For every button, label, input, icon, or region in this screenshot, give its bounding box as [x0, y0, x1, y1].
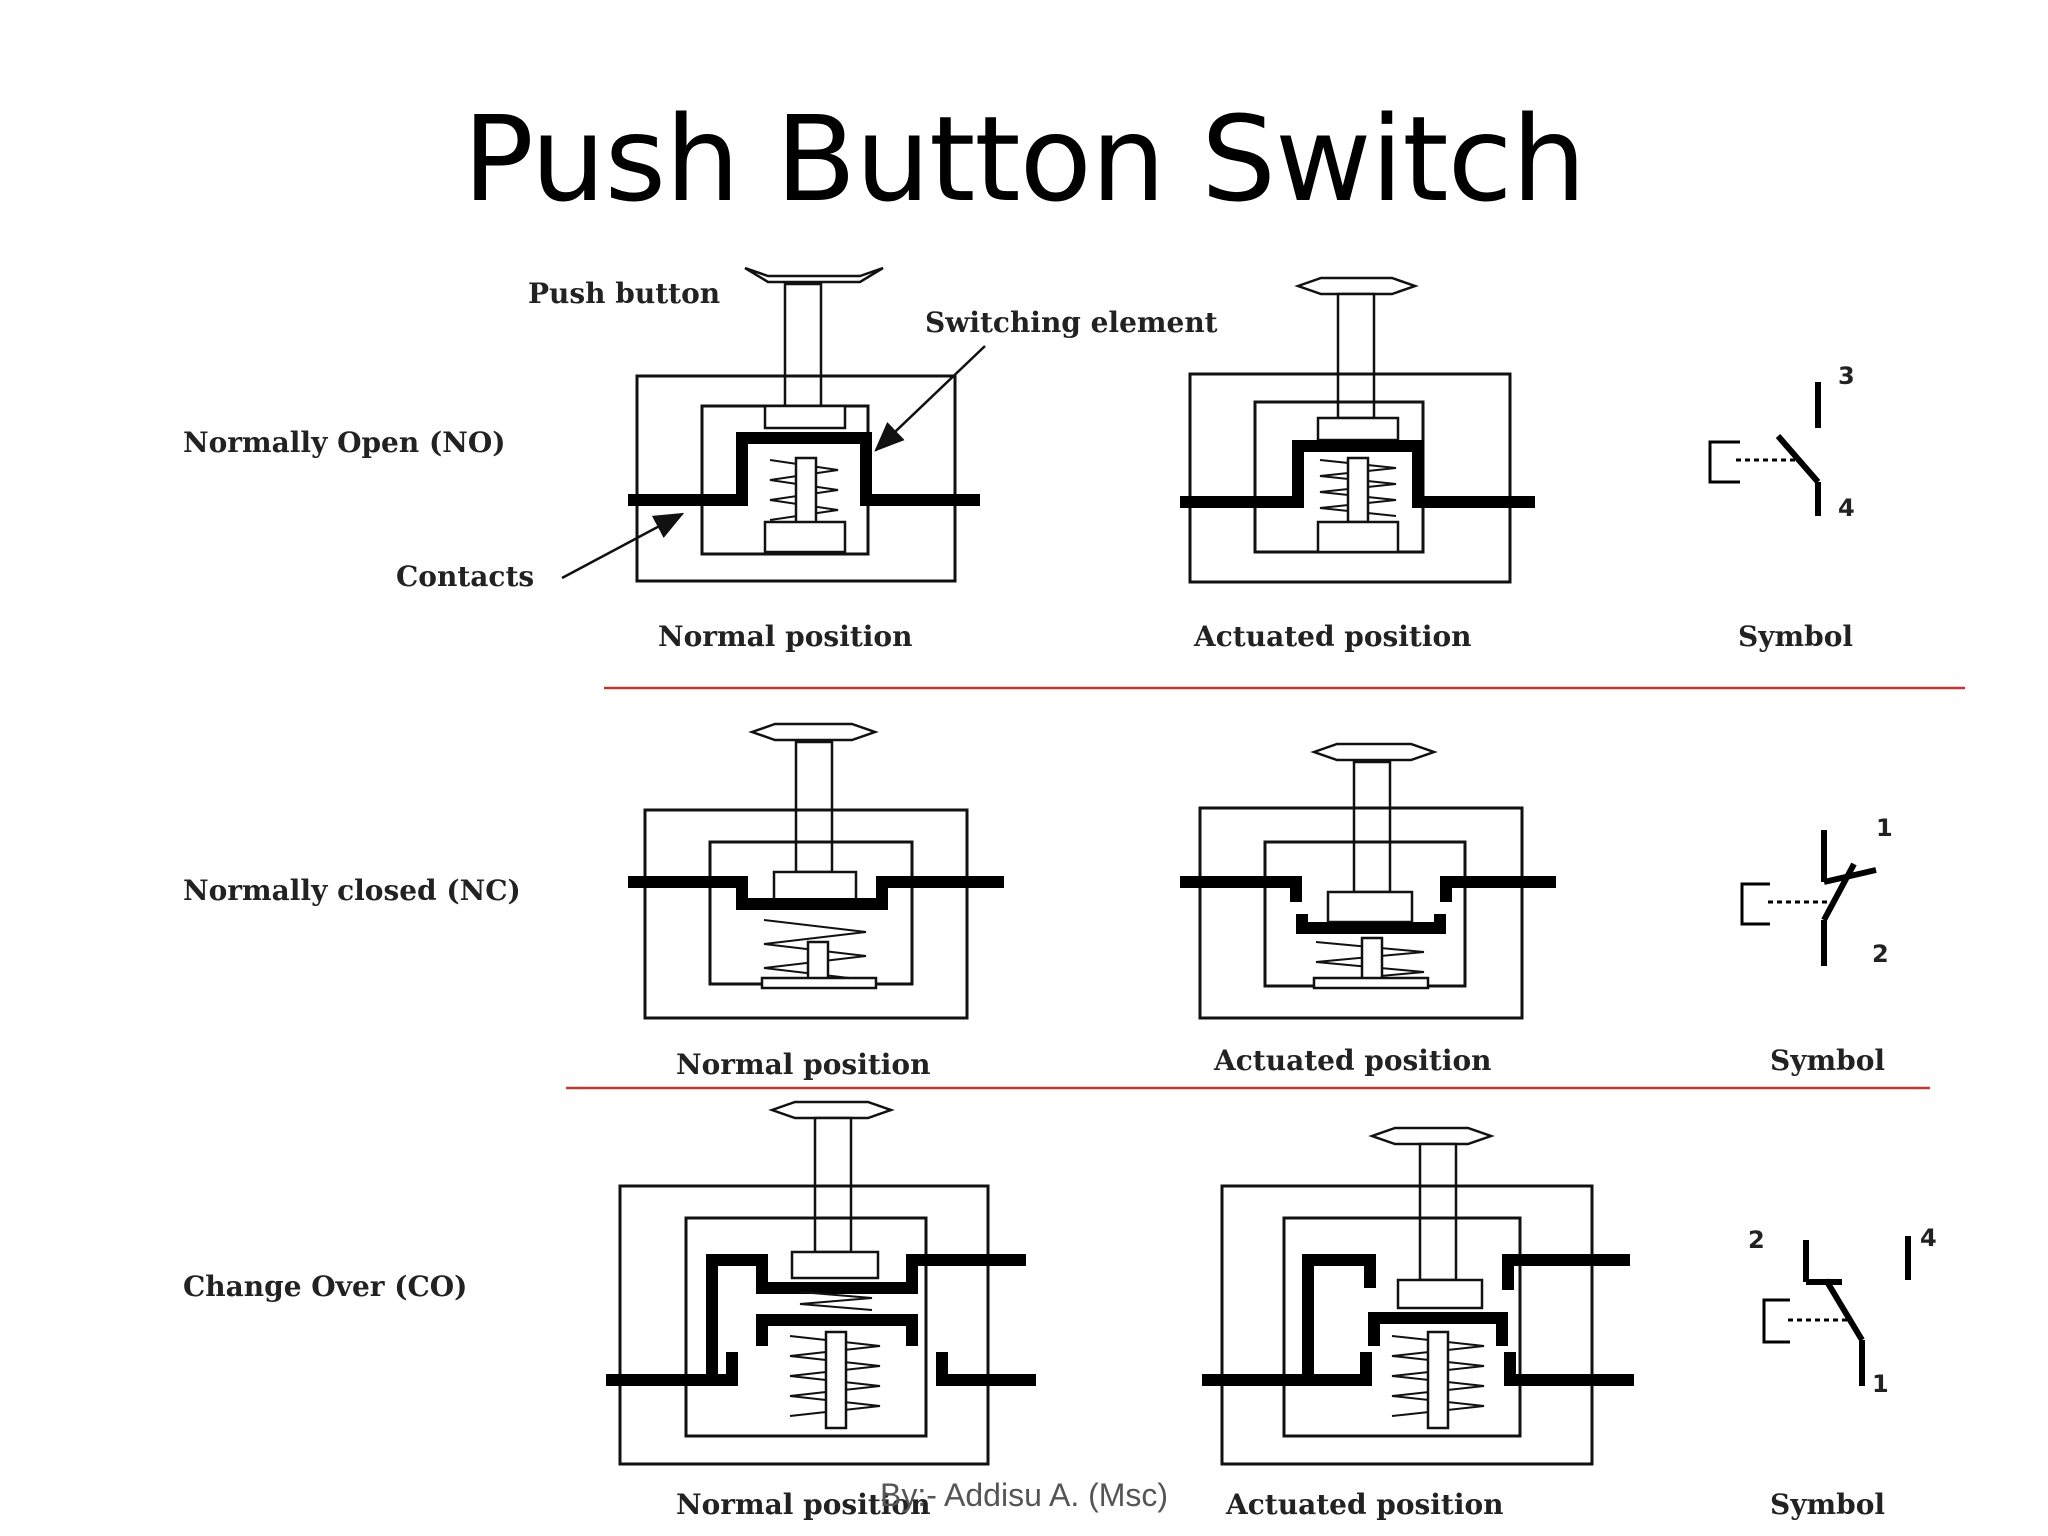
row-label-nc: Normally closed (NC) [183, 874, 521, 907]
push-button-cap [1310, 742, 1438, 762]
plunger [783, 282, 823, 408]
spring-rod [824, 1330, 848, 1430]
upper-spring [799, 1291, 873, 1311]
co-terminal-2: 2 [1748, 1226, 1765, 1254]
annotation-contacts: Contacts [396, 560, 534, 593]
spring-seat [763, 520, 847, 554]
switching-element-pointer [874, 345, 986, 452]
upper-contact-right [1502, 1254, 1630, 1290]
plunger [1418, 1142, 1458, 1282]
switching-element-top [772, 870, 858, 902]
co-symbol-caption: Symbol [1770, 1488, 1885, 1521]
push-button-cap [768, 1100, 895, 1120]
switching-element-top [1326, 890, 1414, 924]
nc-symbol [1740, 830, 1877, 966]
nc-symbol-caption: Symbol [1770, 1044, 1885, 1077]
co-symbol [1762, 1236, 1911, 1386]
plunger [794, 740, 834, 874]
no-actuated-drawing [1180, 276, 1535, 584]
lower-contact-right [1504, 1352, 1634, 1386]
co-actuated-drawing [1202, 1126, 1634, 1466]
contact-left [1180, 876, 1302, 902]
upper-contact [706, 1254, 1026, 1376]
co-normal-drawing [606, 1100, 1036, 1466]
outer-housing [1188, 372, 1512, 584]
spring-seat [760, 976, 878, 990]
switching-element-top [790, 1250, 880, 1280]
spring-seat [1316, 520, 1400, 554]
row-label-co: Change Over (CO) [183, 1270, 467, 1303]
push-button-cap [748, 722, 879, 742]
nc-actuated-caption: Actuated position [1213, 1044, 1492, 1077]
nc-terminal-top: 1 [1876, 814, 1893, 842]
no-terminal-bottom: 4 [1838, 494, 1855, 522]
nc-actuated-drawing [1180, 742, 1556, 1020]
no-normal-drawing [628, 266, 980, 583]
no-terminal-top: 3 [1838, 362, 1855, 390]
plunger [1352, 760, 1392, 894]
switching-element-bridge [1296, 914, 1446, 934]
outer-housing [635, 374, 957, 583]
lower-contact-left [606, 1352, 738, 1386]
contact-bar [628, 432, 980, 506]
spring-rod [1360, 936, 1384, 984]
switching-element-top [763, 404, 847, 430]
spring [1315, 941, 1425, 983]
spring-rod [806, 940, 830, 984]
nc-normal-drawing [628, 722, 1004, 1020]
push-button-cap [1294, 276, 1419, 296]
lower-contact-left [1202, 1352, 1372, 1386]
row-label-no: Normally Open (NO) [183, 426, 505, 459]
switching-element-bridge [1368, 1312, 1508, 1346]
spring-rod [1346, 456, 1370, 524]
co-terminal-4: 4 [1920, 1224, 1937, 1252]
outer-housing [1198, 806, 1524, 1020]
author-credit: By:- Addisu A. (Msc) [880, 1477, 1168, 1513]
spring-seat [1312, 976, 1430, 990]
spring-rod [1426, 1330, 1450, 1430]
no-normal-caption: Normal position [658, 620, 912, 653]
contact-right [1440, 876, 1556, 902]
lower-contact-right [936, 1352, 1036, 1386]
outer-housing [618, 1184, 990, 1466]
plunger [1336, 292, 1376, 420]
outer-housing [643, 808, 969, 1020]
slide-title: Push Button Switch [462, 90, 1587, 228]
co-terminal-1: 1 [1872, 1370, 1889, 1398]
spring [789, 1335, 881, 1417]
push-button-cap [1368, 1126, 1495, 1146]
spring [1391, 1335, 1485, 1417]
contacts-pointer [561, 512, 685, 580]
spring [769, 459, 839, 521]
nc-terminal-bottom: 2 [1872, 940, 1889, 968]
no-symbol-caption: Symbol [1738, 620, 1853, 653]
contact-bar [1180, 440, 1535, 508]
switching-element-bridge [756, 1314, 918, 1346]
push-button-cap [744, 266, 884, 284]
inner-housing [684, 1216, 928, 1438]
annotation-push-button: Push button [528, 277, 720, 310]
contact-bar [628, 876, 1004, 910]
no-actuated-caption: Actuated position [1193, 620, 1472, 653]
spring-rod [794, 456, 818, 526]
outer-housing [1220, 1184, 1594, 1466]
switching-element-top [1396, 1278, 1484, 1310]
switching-element-top [1316, 416, 1400, 442]
inner-housing [1282, 1216, 1522, 1438]
no-symbol [1708, 382, 1821, 516]
co-normal-caption: Normal position [676, 1488, 930, 1521]
upper-contact-left [1302, 1254, 1376, 1376]
co-actuated-caption: Actuated position [1225, 1488, 1504, 1521]
nc-normal-caption: Normal position [676, 1048, 930, 1081]
annotation-switching-element: Switching element [925, 306, 1218, 339]
